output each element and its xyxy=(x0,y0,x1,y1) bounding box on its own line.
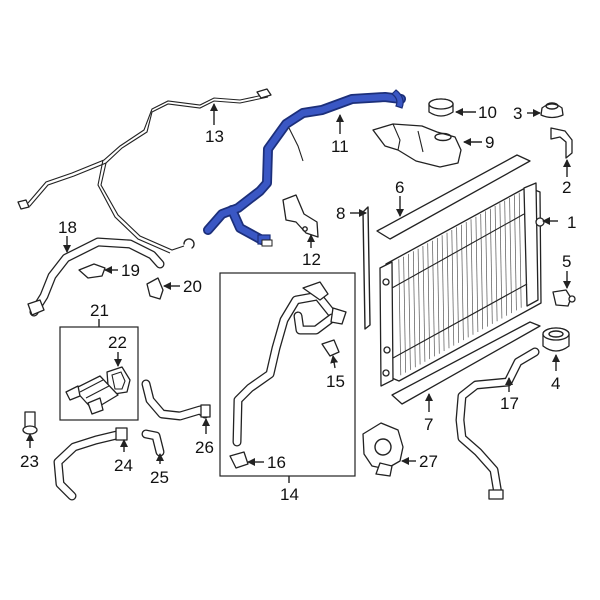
radiator-fin xyxy=(412,251,416,368)
upper-seal-6 xyxy=(376,154,531,240)
callout-27: 27 xyxy=(419,452,438,471)
callout-25: 25 xyxy=(150,468,169,487)
callout-7: 7 xyxy=(424,415,433,434)
thermostat-housing-27 xyxy=(362,422,404,477)
clip-19 xyxy=(78,263,106,279)
callout-4: 4 xyxy=(551,374,560,393)
radiator-fin xyxy=(427,243,431,360)
hose-24 xyxy=(53,427,128,501)
lower-radiator-hose-17 xyxy=(455,347,540,500)
rod-8 xyxy=(362,206,371,330)
callout-21: 21 xyxy=(90,301,109,320)
radiator-fin xyxy=(456,227,459,343)
clip-15 xyxy=(321,339,340,357)
leader-lines xyxy=(26,103,571,483)
callout-23: 23 xyxy=(20,452,39,471)
radiator-fin xyxy=(451,229,455,346)
callout-17: 17 xyxy=(500,394,519,413)
callout-5: 5 xyxy=(562,252,571,271)
reservoir-cap-10 xyxy=(428,98,454,117)
connector-25 xyxy=(141,429,165,457)
radiator-fin xyxy=(422,245,426,362)
coolant-reservoir-9 xyxy=(372,123,462,168)
callout-12: 12 xyxy=(302,250,321,269)
clip-20 xyxy=(146,277,164,300)
radiator-fin xyxy=(518,192,522,308)
hose-18 xyxy=(27,237,165,317)
radiator-fin xyxy=(398,259,402,376)
bracket-12 xyxy=(282,194,319,238)
upper-radiator-hose-11 xyxy=(203,89,406,247)
radiator-fin xyxy=(509,197,512,314)
radiator-fin xyxy=(480,213,484,330)
hose-assembly-14 xyxy=(232,281,347,447)
callout-9: 9 xyxy=(485,133,494,152)
callout-22: 22 xyxy=(108,333,127,352)
callout-6: 6 xyxy=(395,178,404,197)
callout-19: 19 xyxy=(121,261,140,280)
callout-10: 10 xyxy=(478,103,497,122)
coolant-tube-13 xyxy=(17,88,272,254)
mount-insulator-3 xyxy=(540,102,564,119)
radiator-fin xyxy=(436,237,440,354)
radiator-fin xyxy=(485,211,488,327)
clip-16 xyxy=(229,451,249,469)
callout-20: 20 xyxy=(183,277,202,296)
callout-26: 26 xyxy=(195,438,214,457)
radiator-fin xyxy=(432,240,435,357)
radiator-fin xyxy=(461,224,464,341)
callout-18: 18 xyxy=(58,218,77,237)
hose-26 xyxy=(141,379,211,421)
callout-1: 1 xyxy=(567,213,576,232)
callout-16: 16 xyxy=(267,453,286,472)
radiator-fin xyxy=(475,216,479,333)
callout-11: 11 xyxy=(331,137,349,156)
radiator-fin xyxy=(446,232,450,349)
callout-13: 13 xyxy=(205,127,224,146)
radiator-1 xyxy=(379,182,545,387)
lower-seal-7 xyxy=(391,321,541,405)
radiator-fin xyxy=(514,195,517,311)
bolt-23 xyxy=(22,411,38,435)
radiator-fin xyxy=(499,203,503,319)
radiator-fin xyxy=(408,253,411,370)
callout-14: 14 xyxy=(280,485,299,504)
assembly-21-part xyxy=(65,375,119,415)
radiator-fin xyxy=(489,208,493,324)
radiator-fin xyxy=(465,221,469,338)
assembly-box-14 xyxy=(219,272,356,477)
radiator-fin xyxy=(403,256,406,373)
callout-3: 3 xyxy=(513,104,522,123)
callout-2: 2 xyxy=(562,178,571,197)
radiator-fin xyxy=(504,200,508,316)
radiator-fin xyxy=(470,219,474,335)
callout-labels: 1 2 3 4 5 6 7 8 9 10 11 12 13 14 15 16 1… xyxy=(20,103,576,504)
cap-4 xyxy=(542,327,570,352)
radiator-fin xyxy=(494,205,498,322)
radiator-fin xyxy=(441,235,445,352)
callout-15: 15 xyxy=(326,372,345,391)
radiator-fin xyxy=(417,248,421,365)
sensor-5 xyxy=(552,289,576,307)
bracket-2 xyxy=(550,127,573,159)
callout-24: 24 xyxy=(114,456,133,475)
callout-8: 8 xyxy=(336,204,345,223)
